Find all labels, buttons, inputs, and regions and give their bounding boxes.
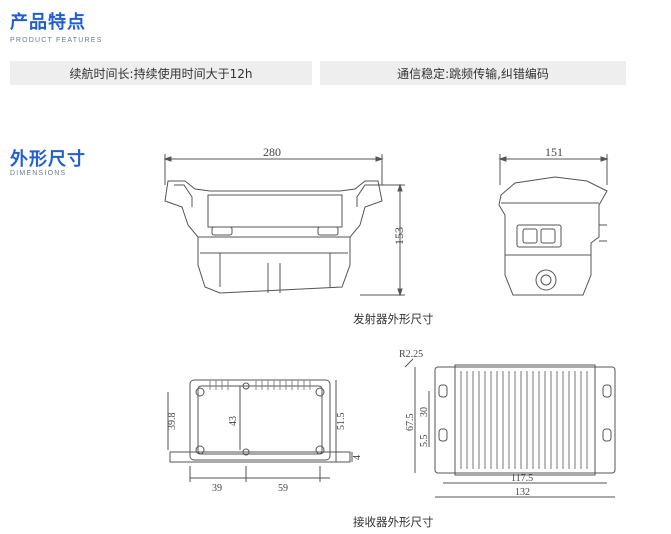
dimensions-title: 外形尺寸 (10, 149, 86, 169)
features-subtitle: PRODUCT FEATURES (10, 37, 103, 44)
feature-item-communication: 通信稳定:跳频传输,纠错编码 (320, 61, 626, 85)
transmitter-front-drawing: 280 153 (163, 145, 406, 297)
receiver-dim-132: 132 (515, 487, 530, 498)
receiver-dim-5-5: 5.5 (419, 435, 430, 448)
transmitter-side-width-label: 151 (545, 145, 563, 159)
receiver-dim-117-5: 117.5 (511, 473, 533, 484)
transmitter-width-label: 280 (263, 145, 281, 159)
receiver-side-drawing: R2.25 67.5 30 5.5 117.5 132 (399, 349, 616, 498)
transmitter-side-drawing: 151 (498, 145, 609, 296)
receiver-dim-59: 59 (278, 483, 288, 494)
receiver-dim-39-8: 39.8 (167, 413, 178, 431)
transmitter-caption: 发射器外形尺寸 (353, 312, 434, 326)
receiver-dim-51-5: 51.5 (336, 413, 347, 431)
receiver-dim-4: 4 (352, 455, 363, 460)
receiver-dim-r2-25: R2.25 (399, 349, 423, 360)
receiver-dim-43: 43 (228, 416, 239, 426)
receiver-dim-67-5: 67.5 (405, 414, 416, 432)
receiver-dim-30: 30 (419, 407, 430, 417)
transmitter-height-label: 153 (392, 227, 406, 245)
dimensions-subtitle: DIMENSIONS (10, 170, 67, 177)
receiver-caption: 接收器外形尺寸 (353, 515, 434, 529)
receiver-top-drawing: 39.8 43 51.5 4 39 59 (167, 379, 363, 494)
receiver-dim-39: 39 (212, 483, 222, 494)
features-title: 产品特点 (10, 12, 86, 32)
feature-item-battery: 续航时间长:持续使用时间大于12h (10, 61, 312, 85)
